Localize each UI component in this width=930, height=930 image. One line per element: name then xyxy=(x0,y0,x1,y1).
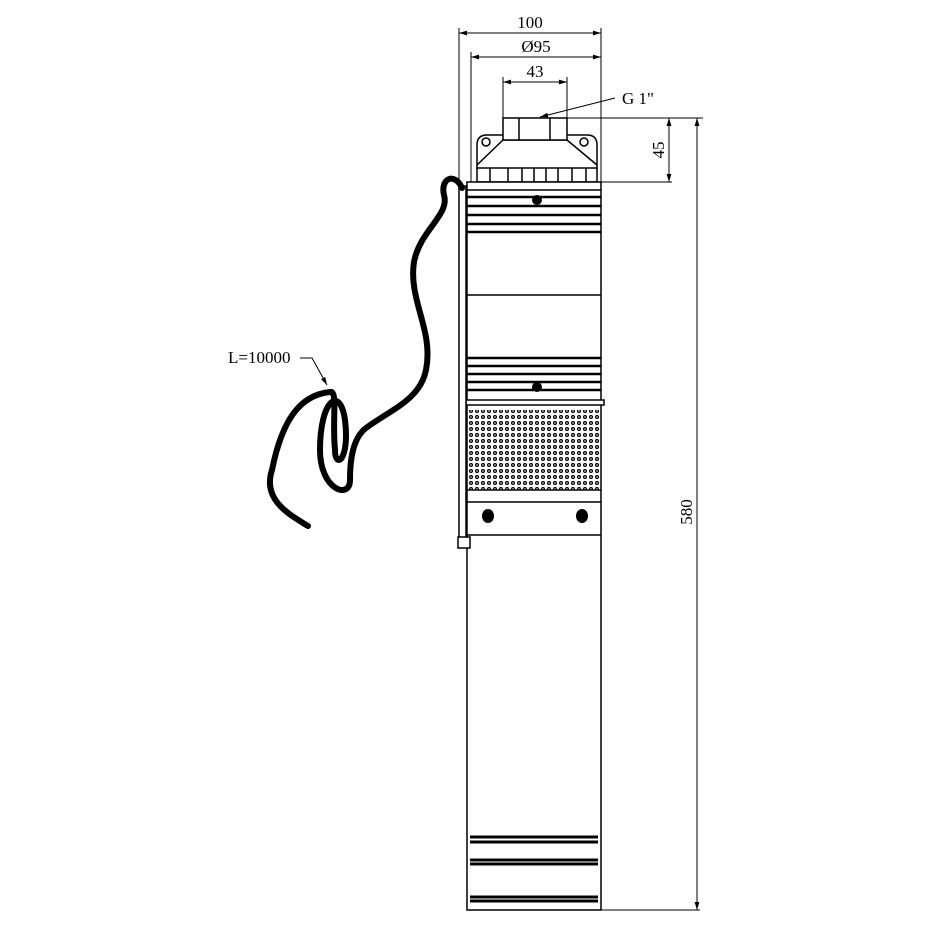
dim-cable-length: L=10000 xyxy=(228,348,290,367)
dim-outlet-height: 45 xyxy=(649,142,668,159)
dim-outlet-width: 43 xyxy=(527,62,544,81)
power-cable-inner xyxy=(270,179,462,526)
bolt-icons xyxy=(482,195,588,523)
power-cable xyxy=(267,175,465,529)
pump-body xyxy=(465,181,605,911)
dim-overall-width: 100 xyxy=(517,13,543,32)
dim-thread: G 1" xyxy=(622,89,654,108)
dimension-lines xyxy=(300,28,703,911)
dim-diameter: Ø95 xyxy=(521,37,550,56)
outlet-fitting xyxy=(476,117,598,183)
dim-total-length: 580 xyxy=(677,499,696,525)
